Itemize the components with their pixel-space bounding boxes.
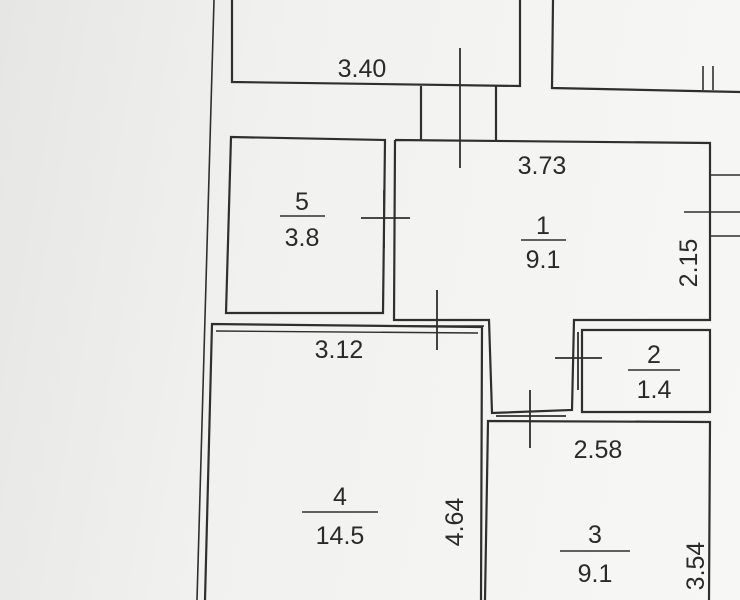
- dimension-room4-width: 3.12: [315, 336, 364, 364]
- dimension-room1-height: 2.15: [675, 239, 703, 288]
- room-3-number: 3: [588, 521, 602, 549]
- room-1-area: 9.1: [526, 246, 561, 274]
- top-right-room-walls: [550, 0, 740, 94]
- dimension-room4-height: 4.64: [441, 498, 469, 547]
- room-2-area: 1.4: [637, 376, 672, 404]
- room-3-walls: [483, 419, 712, 600]
- room-1-number: 1: [536, 212, 550, 240]
- room-5-walls: [224, 135, 387, 315]
- room-4-inner-wall: [215, 330, 479, 334]
- room-1-walls: [392, 138, 712, 415]
- dimension-top-room-width: 3.40: [338, 55, 387, 83]
- dimension-room3-width: 2.58: [574, 436, 623, 464]
- room-2-walls: [580, 328, 712, 414]
- room-3-area: 9.1: [578, 560, 613, 588]
- room-4-walls: [203, 322, 484, 600]
- room-2-number: 2: [647, 341, 661, 369]
- room-4-number: 4: [333, 483, 347, 511]
- dimension-room3-height: 3.54: [682, 542, 710, 591]
- room-5-number: 5: [295, 188, 309, 216]
- dimension-room1-width: 3.73: [518, 152, 567, 180]
- room-5-area: 3.8: [285, 224, 320, 252]
- top-room-walls: [230, 0, 522, 88]
- outer-wall-line: [196, 0, 215, 600]
- room-4-area: 14.5: [316, 522, 365, 550]
